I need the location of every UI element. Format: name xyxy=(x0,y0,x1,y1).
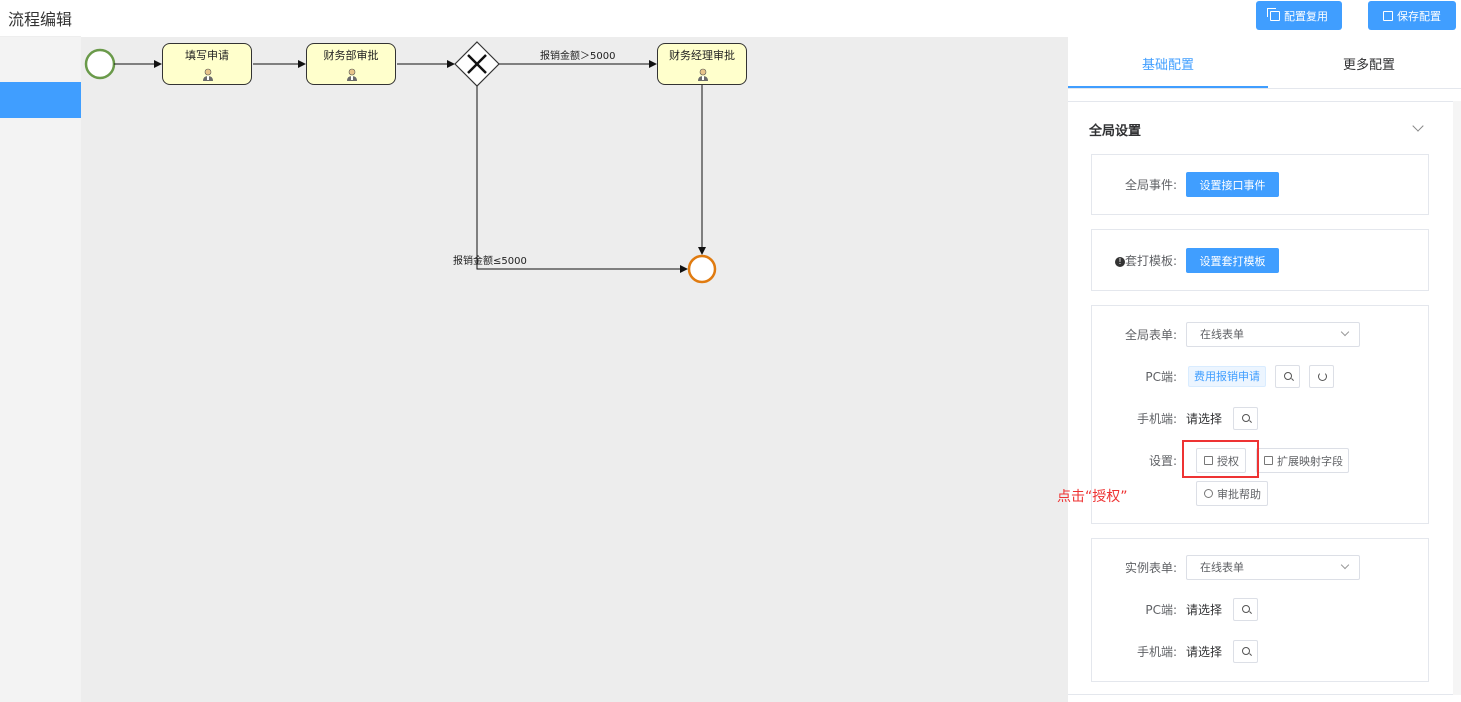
config-reuse-label: 配置复用 xyxy=(1284,9,1328,23)
panel-scrollbar[interactable] xyxy=(1453,101,1461,695)
authorize-icon xyxy=(1204,456,1213,465)
chevron-down-icon xyxy=(1340,327,1350,337)
instance-pc-search-button[interactable] xyxy=(1233,598,1258,621)
search-icon xyxy=(1284,372,1292,380)
file-icon xyxy=(1383,10,1393,21)
sidebar: 流程编辑 xyxy=(0,0,81,702)
search-icon xyxy=(1242,605,1250,613)
tab-basic-config[interactable]: 基础配置 xyxy=(1142,58,1195,73)
task-label: 财务经理审批 xyxy=(669,49,735,62)
diagram-canvas[interactable]: 填写申请 财务部审批 财务经理审批 报销金额＞5000 报销金额≤5000 xyxy=(81,37,1068,702)
instance-form-card: 实例表单: 在线表单 PC端: 请选择 手机端: 请选择 xyxy=(1091,538,1429,682)
tab-more-config[interactable]: 更多配置 xyxy=(1343,58,1396,73)
mobile-value: 请选择 xyxy=(1186,412,1223,426)
instance-pc-value: 请选择 xyxy=(1186,603,1223,617)
global-form-card: 全局表单: 在线表单 PC端: 费用报销申请 手机端: 请选择 设置: 授权 扩… xyxy=(1091,305,1429,524)
pc-label: PC端: xyxy=(1145,370,1177,384)
authorize-button[interactable]: 授权 xyxy=(1196,448,1246,473)
settings-label: 设置: xyxy=(1148,454,1177,468)
app-title: 流程编辑 xyxy=(8,10,73,29)
instance-mobile-label: 手机端: xyxy=(1136,645,1177,659)
copy-icon xyxy=(1267,7,1280,21)
end-event xyxy=(687,254,717,284)
edit-icon xyxy=(1264,456,1273,465)
task-finance-manager-approval[interactable]: 财务经理审批 xyxy=(657,43,747,85)
task-fill-application[interactable]: 填写申请 xyxy=(162,43,252,85)
task-finance-dept-approval[interactable]: 财务部审批 xyxy=(306,43,396,85)
instance-pc-label: PC端: xyxy=(1145,603,1177,617)
panel-scroll-area[interactable]: 全局设置 全局事件: 设置接口事件 !套打模板: 设置套打模板 全局表单: 在线… xyxy=(1068,101,1453,695)
pc-reset-button[interactable] xyxy=(1309,365,1334,388)
task-label: 财务部审批 xyxy=(323,49,379,62)
sidebar-header xyxy=(0,0,81,37)
pc-form-tag[interactable]: 费用报销申请 xyxy=(1188,366,1266,387)
active-tab-indicator xyxy=(1068,86,1268,88)
flow-label-below: 报销金额≤5000 xyxy=(453,256,527,267)
chevron-down-icon[interactable] xyxy=(1412,120,1424,132)
instance-mobile-value: 请选择 xyxy=(1186,645,1223,659)
annotation-text: 点击“授权” xyxy=(1057,489,1128,505)
refresh-icon xyxy=(1318,372,1327,381)
approval-help-button[interactable]: 审批帮助 xyxy=(1196,481,1268,506)
save-config-button[interactable]: 保存配置 xyxy=(1368,1,1456,30)
global-event-label: 全局事件: xyxy=(1124,178,1177,192)
task-label: 填写申请 xyxy=(185,49,229,62)
global-event-card: 全局事件: 设置接口事件 xyxy=(1091,154,1429,215)
extend-mapping-button[interactable]: 扩展映射字段 xyxy=(1256,448,1349,473)
set-interface-event-button[interactable]: 设置接口事件 xyxy=(1186,172,1279,197)
top-toolbar: 配置复用 保存配置 xyxy=(81,0,1461,37)
flow-label-above: 报销金额＞5000 xyxy=(540,51,616,62)
config-reuse-button[interactable]: 配置复用 xyxy=(1256,1,1342,30)
user-icon xyxy=(203,68,213,81)
instance-mobile-search-button[interactable] xyxy=(1233,640,1258,663)
save-config-label: 保存配置 xyxy=(1397,9,1441,23)
authorize-highlight-box xyxy=(1182,440,1259,478)
config-panel: 基础配置 更多配置 全局设置 全局事件: 设置接口事件 !套打模板: 设置套打模… xyxy=(1068,37,1461,702)
print-template-card: !套打模板: 设置套打模板 xyxy=(1091,229,1429,291)
global-form-label: 全局表单: xyxy=(1124,328,1177,342)
search-icon xyxy=(1242,647,1250,655)
user-icon xyxy=(698,68,708,81)
start-event xyxy=(84,48,116,80)
user-icon xyxy=(347,68,357,81)
sequence-flow-low xyxy=(476,86,688,273)
section-title: 全局设置 xyxy=(1089,124,1142,139)
chevron-down-icon xyxy=(1340,560,1350,570)
search-icon xyxy=(1242,414,1250,422)
global-form-select[interactable]: 在线表单 xyxy=(1186,322,1360,347)
print-template-label: !套打模板: xyxy=(1097,252,1177,269)
config-tabs: 基础配置 更多配置 xyxy=(1068,37,1461,89)
info-icon: ! xyxy=(1114,256,1125,267)
instance-form-select[interactable]: 在线表单 xyxy=(1186,555,1360,580)
set-print-template-button[interactable]: 设置套打模板 xyxy=(1186,248,1279,273)
instance-form-label: 实例表单: xyxy=(1124,561,1177,575)
bpmn-diagram xyxy=(84,41,717,284)
sidebar-item-active[interactable] xyxy=(0,82,81,118)
pc-search-button[interactable] xyxy=(1275,365,1300,388)
help-icon xyxy=(1204,489,1213,498)
mobile-search-button[interactable] xyxy=(1233,407,1258,430)
mobile-label: 手机端: xyxy=(1136,412,1177,426)
